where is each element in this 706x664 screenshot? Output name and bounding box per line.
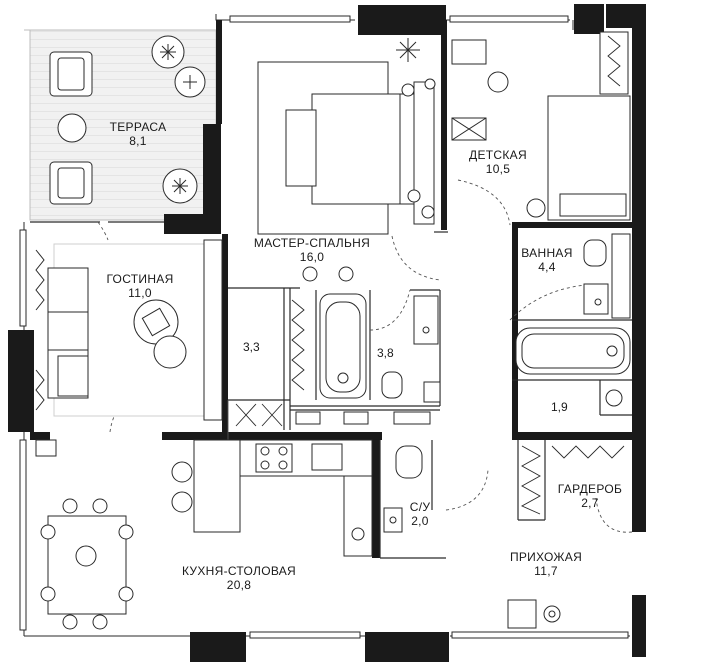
- room-master-closet-area: 3,3: [243, 340, 260, 354]
- room-name: КУХНЯ-СТОЛОВАЯ: [181, 564, 297, 578]
- terrace-furniture: [49, 35, 206, 205]
- room-area: 2,0: [411, 514, 429, 528]
- room-name: С/У: [409, 500, 431, 514]
- room-terrace: ТЕРРАСА 8,1: [98, 120, 178, 148]
- room-master-bath-area: 3,8: [377, 346, 394, 360]
- windows: [19, 15, 629, 639]
- room-name: ДЕТСКАЯ: [469, 148, 527, 162]
- room-wc: С/У 2,0: [400, 500, 440, 528]
- kids-room-furniture: [451, 31, 631, 221]
- living-room-furniture: [35, 239, 223, 421]
- room-name: ВАННАЯ: [521, 246, 573, 260]
- master-bath-fixtures: [295, 293, 441, 425]
- room-area: 10,5: [485, 162, 511, 176]
- room-name: ГОСТИНАЯ: [106, 272, 174, 286]
- room-master-bedroom: МАСТЕР-СПАЛЬНЯ 16,0: [236, 236, 388, 264]
- room-kids: ДЕТСКАЯ 10,5: [456, 148, 540, 176]
- room-hallway: ПРИХОЖАЯ 11,7: [496, 550, 596, 578]
- room-area: 11,7: [534, 564, 558, 578]
- room-storage-area: 1,9: [551, 400, 568, 414]
- room-name: ПРИХОЖАЯ: [509, 550, 583, 564]
- room-name: МАСТЕР-СПАЛЬНЯ: [253, 236, 371, 250]
- wc-fixtures: [383, 445, 423, 533]
- room-wardrobe: ГАРДЕРОБ 2,7: [548, 482, 632, 510]
- room-area: 4,4: [538, 260, 556, 274]
- master-bedroom-furniture: [257, 38, 436, 282]
- room-area: 20,8: [226, 578, 252, 592]
- walls: [8, 4, 646, 662]
- bathroom-fixtures: [515, 233, 631, 407]
- room-kitchen-dining: КУХНЯ-СТОЛОВАЯ 20,8: [164, 564, 314, 592]
- hallway-items: [507, 599, 561, 629]
- hall-wardrobe: [520, 445, 625, 515]
- partitions: [30, 221, 632, 559]
- room-name: ТЕРРАСА: [109, 120, 167, 134]
- room-area: 8,1: [129, 134, 147, 148]
- room-name: ГАРДЕРОБ: [557, 482, 623, 496]
- kids-wardrobe: [607, 35, 621, 87]
- room-area: 11,0: [128, 286, 152, 300]
- kitchen-furniture: [35, 439, 373, 630]
- room-area: 2,7: [581, 496, 599, 510]
- room-bathroom: ВАННАЯ 4,4: [514, 246, 580, 274]
- room-living: ГОСТИНАЯ 11,0: [94, 272, 186, 300]
- room-area: 16,0: [299, 250, 325, 264]
